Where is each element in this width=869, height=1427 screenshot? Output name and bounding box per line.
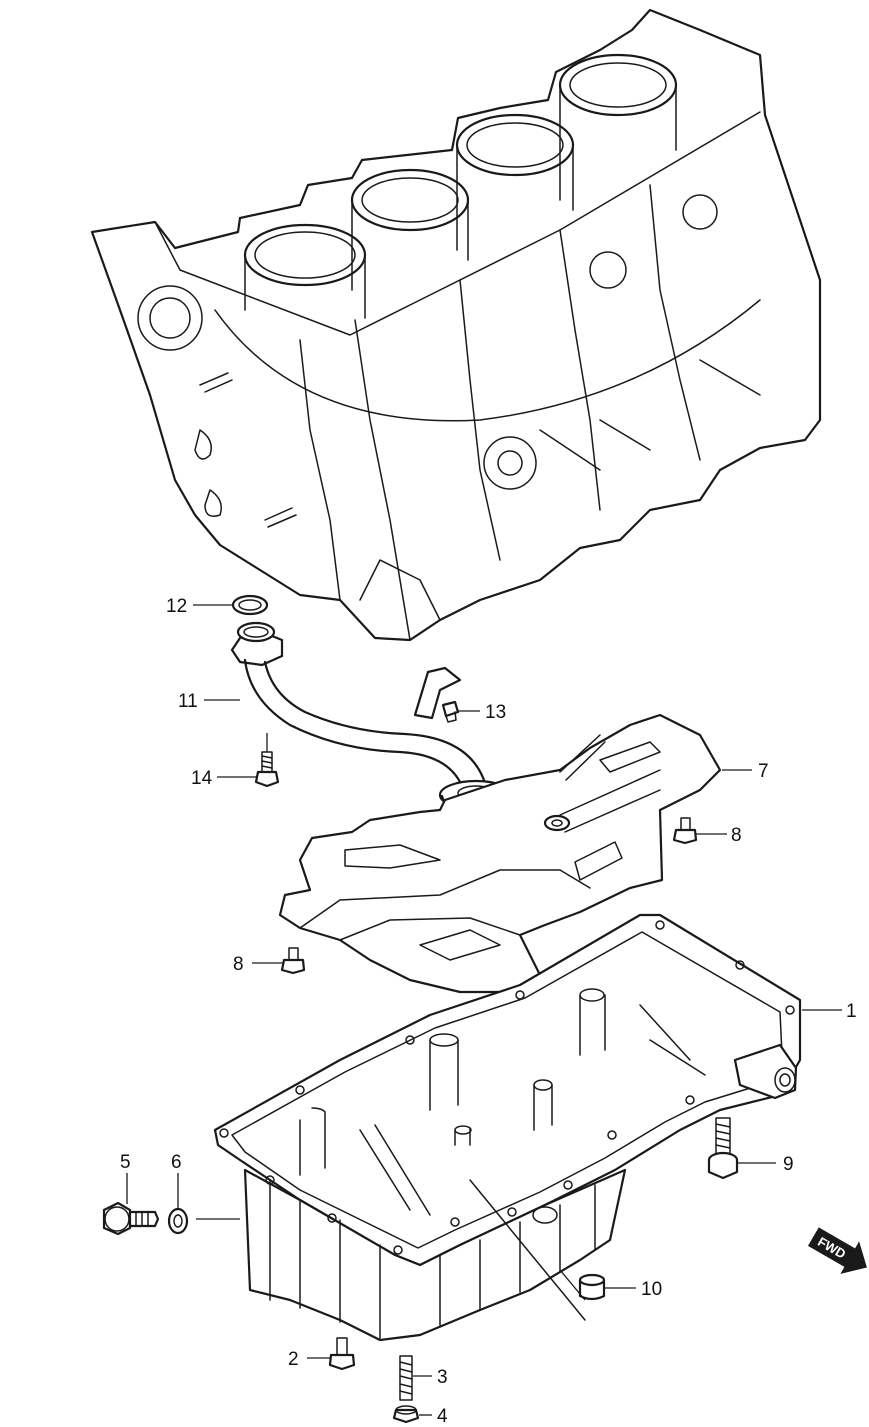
leader-lines (126, 604, 842, 1416)
callout-6: 6 (171, 1152, 182, 1173)
drain-plug-gasket (167, 1207, 189, 1235)
cylinder-bore-3 (455, 113, 575, 251)
cylinder-bore-2 (350, 168, 470, 291)
baffle-plate-bolt-lower (280, 947, 306, 975)
callout-4: 4 (437, 1406, 448, 1427)
callout-5: 5 (120, 1152, 131, 1173)
cylinder-bore-4 (558, 53, 678, 201)
callout-1: 1 (846, 1001, 857, 1022)
forward-arrow-icon: FWD (807, 1227, 867, 1274)
stud-nut (392, 1405, 420, 1424)
callout-13: 13 (485, 702, 506, 723)
callout-8-lower: 8 (233, 954, 244, 975)
strainer-flange-bolt (254, 751, 280, 788)
callout-9: 9 (783, 1154, 794, 1175)
strainer-bracket-bolt (441, 700, 460, 723)
locating-dowel (578, 1273, 606, 1301)
callout-3: 3 (437, 1367, 448, 1388)
leader-10-diag (559, 1269, 586, 1301)
callout-labels: 1 2 3 4 5 6 7 8 8 9 10 11 12 13 14 (120, 596, 857, 1427)
callout-14: 14 (191, 768, 213, 789)
callout-8-upper: 8 (731, 825, 742, 846)
callout-7: 7 (758, 761, 769, 782)
oil-pan-stud (399, 1355, 413, 1401)
oil-drain-plug (102, 1201, 160, 1236)
callout-12: 12 (166, 596, 187, 617)
cylinder-bore-1 (243, 223, 367, 319)
oil-baffle-plate (278, 713, 722, 994)
cylinder-block (90, 8, 822, 642)
oil-pan-side-bolt (707, 1117, 739, 1180)
oil-strainer-o-ring (231, 594, 269, 616)
callout-2: 2 (288, 1349, 299, 1370)
baffle-plate-bolt-upper (672, 817, 698, 845)
callout-10: 10 (641, 1279, 662, 1300)
oil-pan-bolt (328, 1337, 356, 1371)
callout-11: 11 (178, 691, 198, 712)
oil-pan (213, 913, 802, 1342)
